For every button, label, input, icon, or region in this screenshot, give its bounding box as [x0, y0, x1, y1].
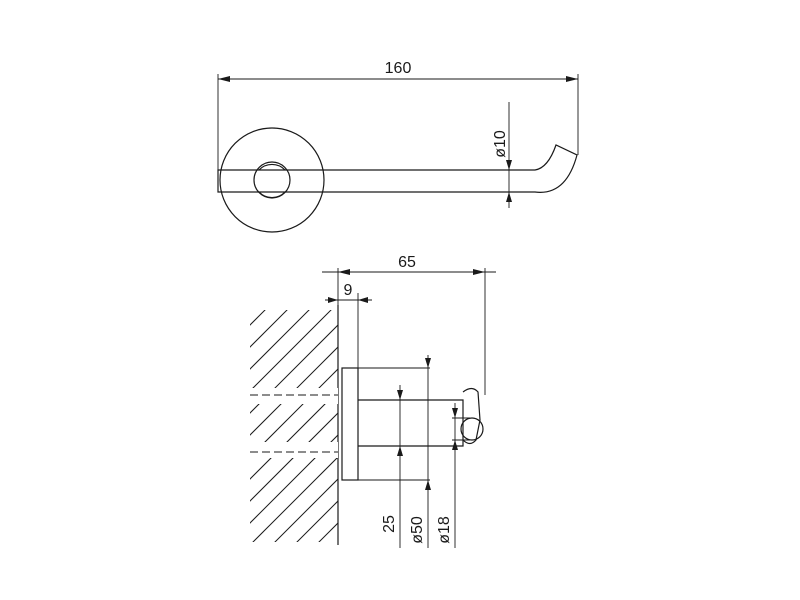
hatch-line — [668, 305, 800, 545]
dim-65-label: 65 — [398, 254, 416, 271]
hatch-line — [470, 305, 710, 545]
dim-d10-label: ø10 — [492, 130, 509, 158]
hatch-line — [492, 305, 732, 545]
dim-160-arrow-right — [566, 76, 578, 82]
hatch-line — [624, 305, 800, 545]
dim-d10-arrow-bottom — [506, 192, 512, 202]
rosette-outer-circle — [219, 127, 325, 233]
side-view: 65 9 25 ø50 ø18 — [0, 254, 800, 548]
hatch-line — [602, 305, 800, 545]
hatch-line — [252, 456, 338, 542]
hatch-line — [250, 434, 338, 524]
hatch-line — [250, 412, 338, 502]
hatch-line — [250, 310, 310, 370]
dim-d50-label: ø50 — [409, 516, 426, 544]
hatch-line — [318, 522, 338, 542]
hatch-line — [404, 305, 644, 545]
hatch-line — [0, 305, 226, 545]
hatch-line — [250, 310, 288, 348]
dim-9-label: 9 — [344, 282, 353, 299]
hatch-line — [250, 346, 338, 436]
rod-end-cap — [460, 417, 484, 441]
hatch-line — [338, 305, 578, 545]
toilet-roll-holder-rod — [217, 144, 578, 193]
holder-arm — [358, 399, 464, 447]
hatch-line — [382, 305, 622, 545]
dim-160-label: 160 — [385, 60, 412, 77]
hatch-line — [296, 500, 338, 542]
hatch-line — [250, 368, 338, 458]
hatch-line — [250, 310, 266, 326]
wall-hatch — [0, 305, 800, 545]
hatch-line — [8, 305, 248, 545]
dim-160-arrow-left — [218, 76, 230, 82]
dim-d10-arrow-top — [506, 160, 512, 170]
top-view: 160 ø10 — [217, 60, 579, 233]
hatch-line — [250, 324, 338, 414]
hatch-line — [274, 478, 338, 542]
hatch-line — [514, 305, 754, 545]
dim-25-label: 25 — [381, 515, 398, 533]
dim-d18-label: ø18 — [436, 516, 453, 544]
anchor-hole-lower — [248, 442, 338, 458]
hatch-line — [580, 305, 800, 545]
mounting-plate — [341, 367, 359, 481]
hatch-line — [448, 305, 688, 545]
anchor-hole-upper — [248, 388, 338, 404]
hatch-line — [250, 310, 332, 392]
hatch-line — [558, 305, 798, 545]
hatch-line — [360, 305, 600, 545]
hatch-line — [536, 305, 776, 545]
hatch-line — [250, 390, 338, 480]
rod-end — [462, 387, 481, 445]
hatch-line — [646, 305, 800, 545]
